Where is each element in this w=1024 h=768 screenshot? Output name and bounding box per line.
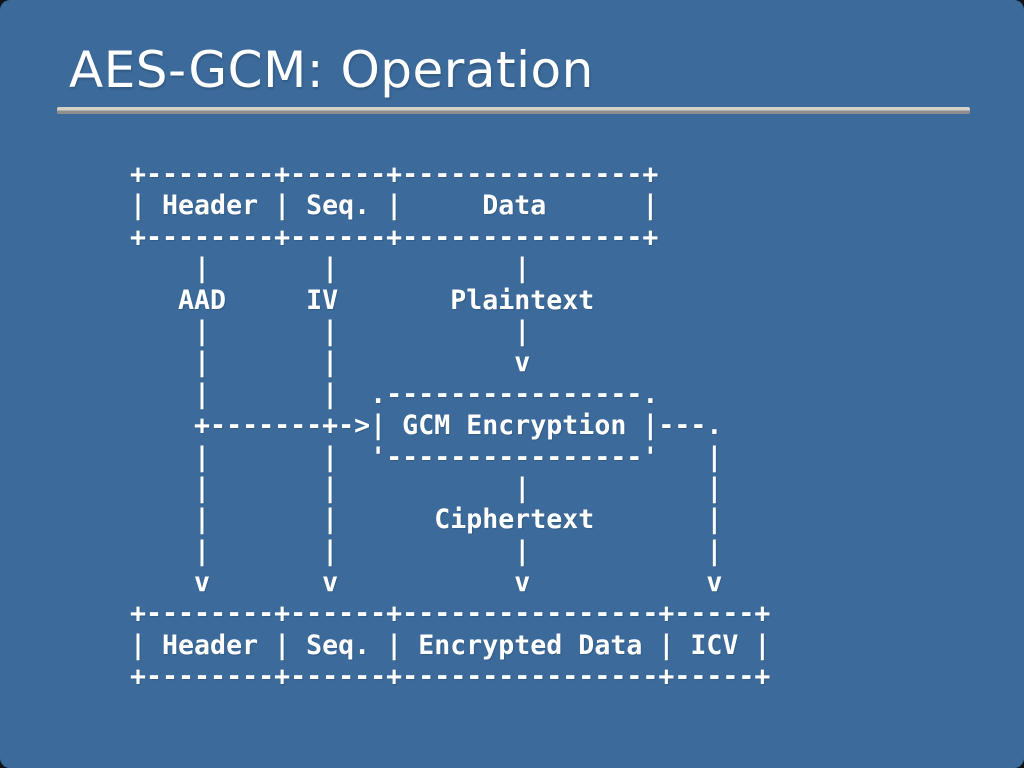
- diagram-line: | Header | Seq. | Encrypted Data | ICV |: [130, 629, 771, 661]
- diagram-line: +--------+------+---------------+: [130, 159, 659, 190]
- diagram-line: | | .----------------.: [130, 378, 659, 410]
- diagram-line: | Header | Seq. | Data |: [130, 190, 659, 222]
- diagram-line: | | | |: [130, 535, 723, 567]
- diagram-line: | | '----------------' |: [130, 441, 723, 473]
- diagram-line: | | Ciphertext |: [130, 504, 723, 536]
- diagram-line: +-------+->| GCM Encryption |---.: [130, 410, 723, 442]
- diagram-line: v v v v: [130, 567, 723, 599]
- diagram-line: | | |: [130, 253, 531, 285]
- diagram-line: +--------+------+----------------+-----+: [130, 598, 771, 630]
- title-underline: [57, 107, 970, 114]
- page-title: AES-GCM: Operation: [69, 41, 594, 99]
- diagram-line: +--------+------+---------------+: [130, 221, 659, 253]
- diagram-line: +--------+------+----------------+-----+: [130, 661, 771, 693]
- diagram-line: | | |: [130, 315, 531, 347]
- ascii-diagram: +--------+------+---------------+| Heade…: [130, 159, 770, 693]
- diagram-line: | | v: [130, 347, 531, 379]
- diagram-line: AAD IV Plaintext: [130, 284, 595, 316]
- diagram-line: | | | |: [130, 472, 723, 504]
